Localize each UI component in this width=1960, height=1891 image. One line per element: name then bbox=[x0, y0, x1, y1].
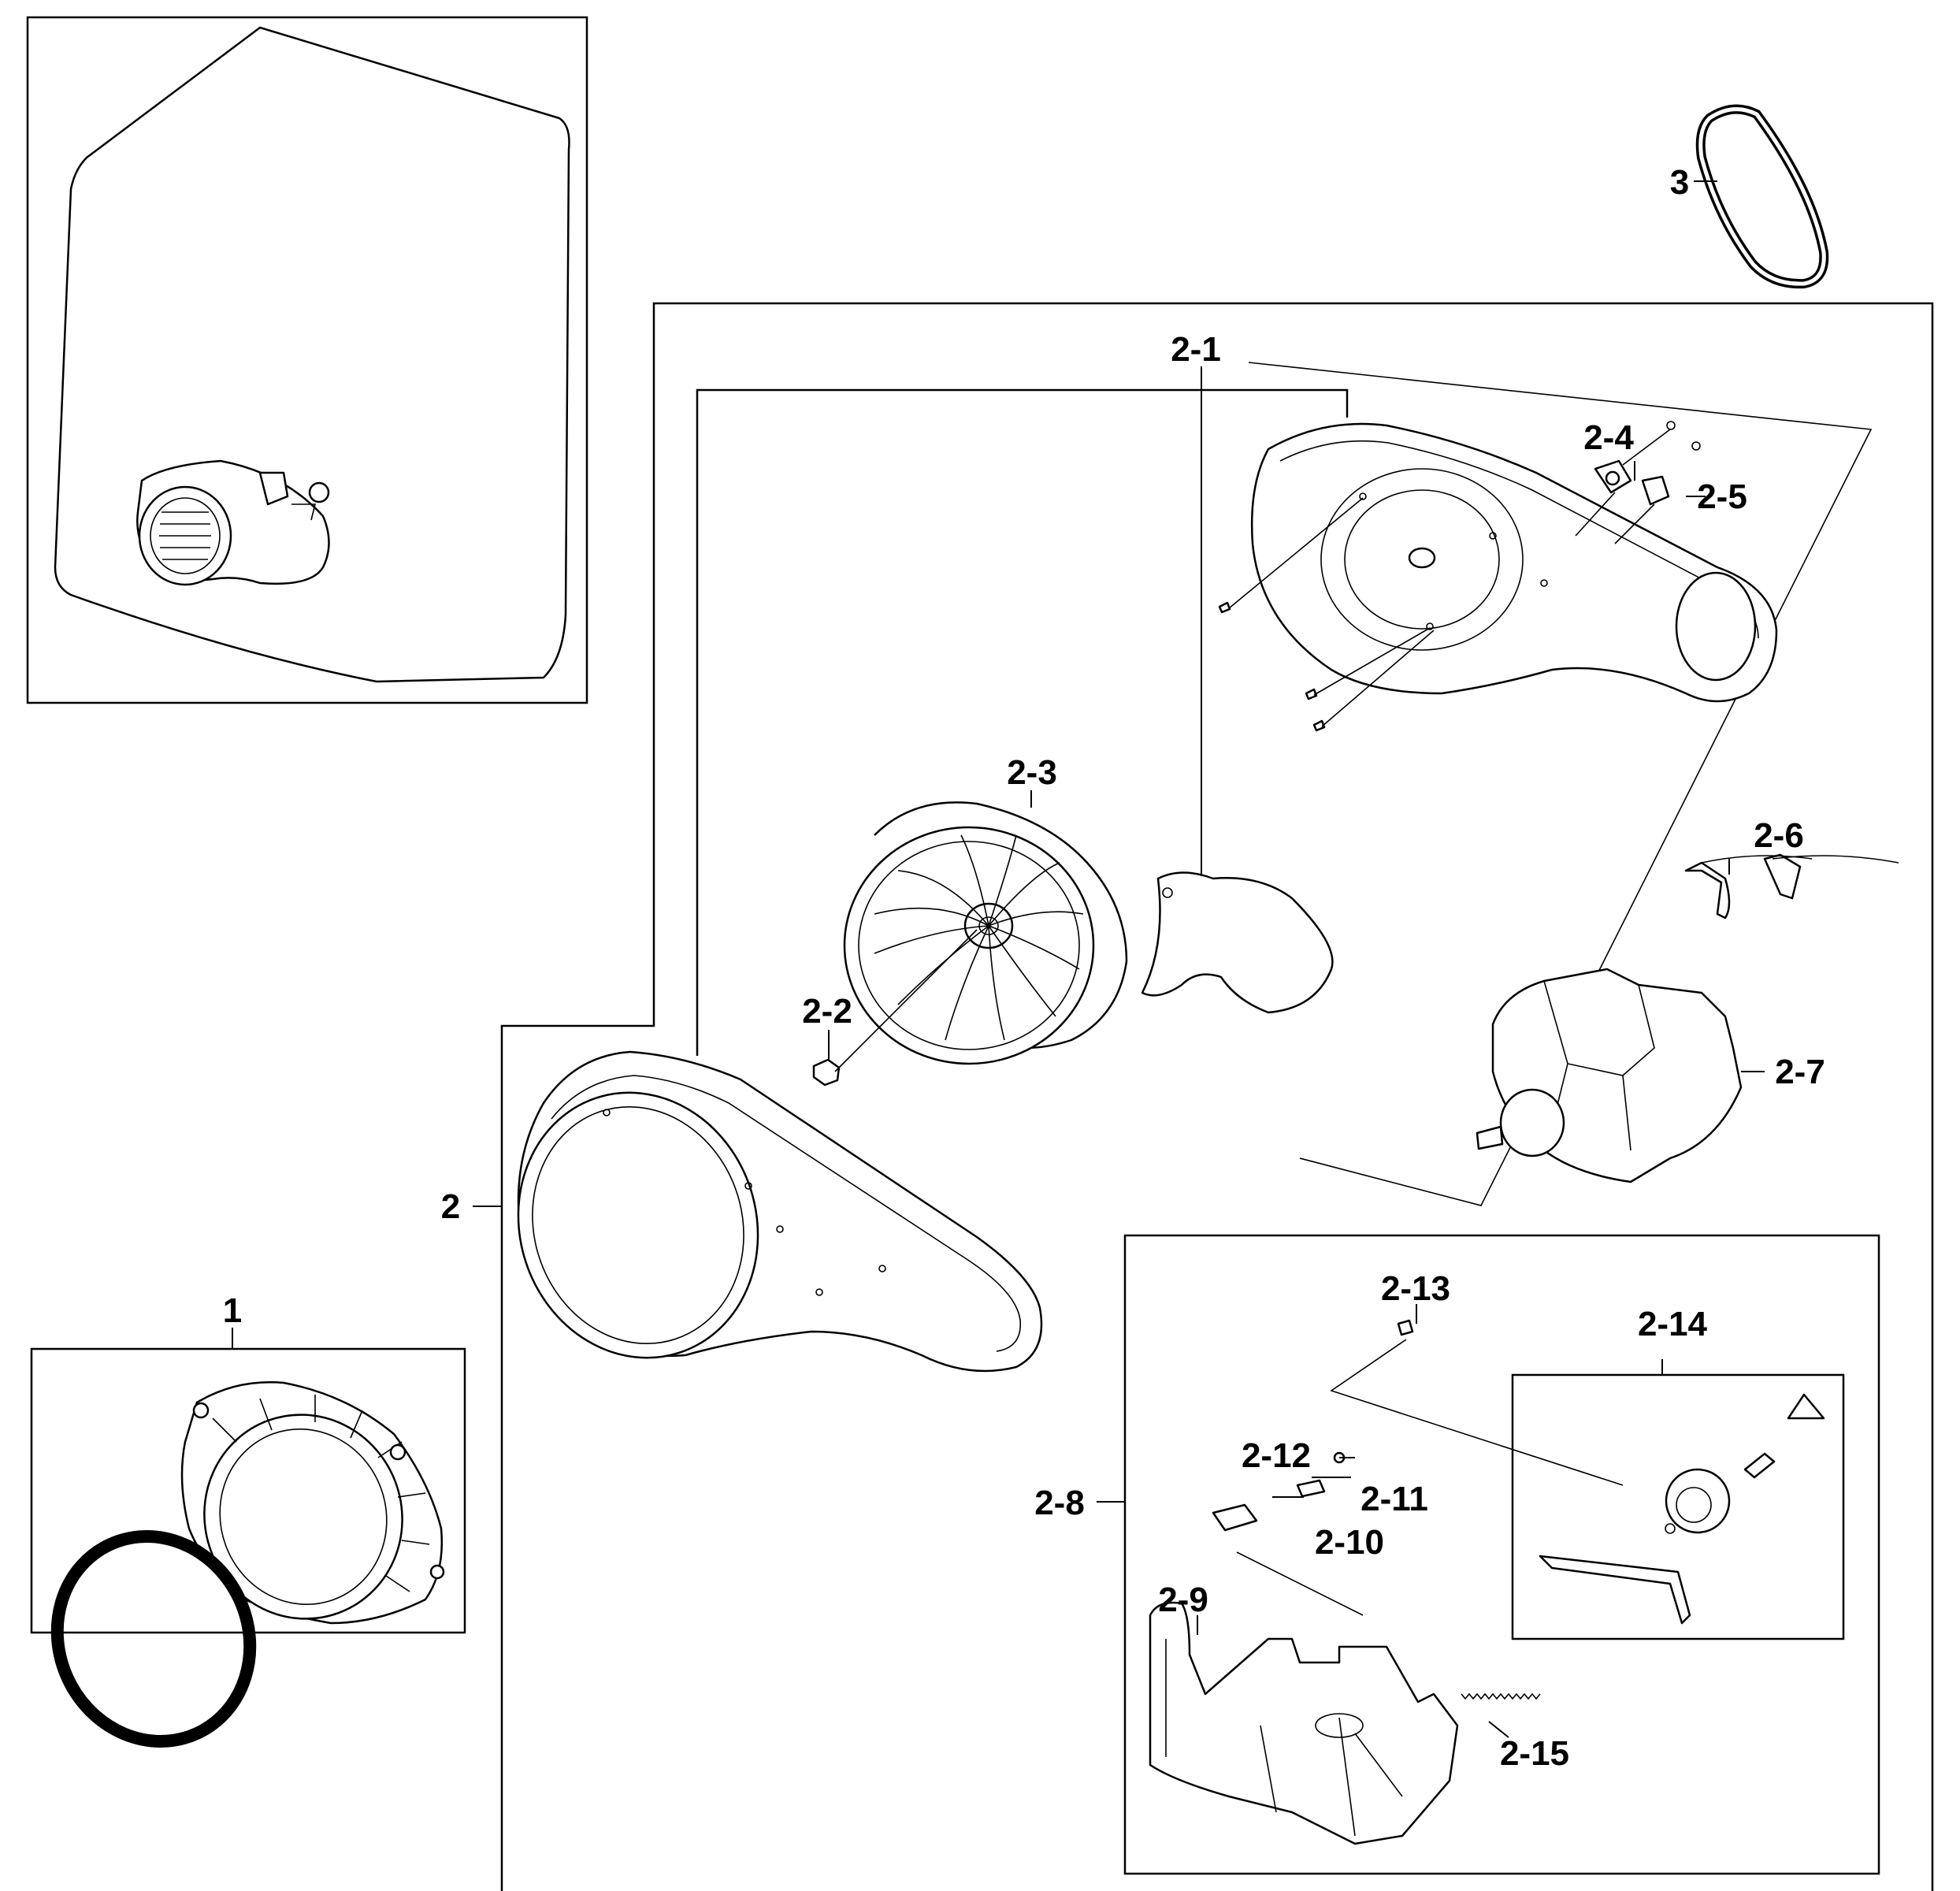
callout-1: 1 bbox=[223, 1291, 242, 1330]
overview-inset bbox=[26, 16, 588, 704]
callout-2-1: 2-1 bbox=[1171, 330, 1221, 369]
part-2-8-bracket-assembly bbox=[1149, 1319, 1825, 1845]
part-2-blower-housing bbox=[517, 1050, 1043, 1373]
callout-2-14: 2-14 bbox=[1638, 1305, 1708, 1343]
leader-lines bbox=[232, 180, 1765, 1738]
callout-2-2: 2-2 bbox=[802, 992, 852, 1031]
gasket-ring bbox=[50, 1530, 257, 1748]
callout-2-15: 2-15 bbox=[1500, 1734, 1569, 1773]
callout-2-8: 2-8 bbox=[1034, 1484, 1085, 1522]
part-2-4-bracket bbox=[1575, 421, 1701, 537]
part-2-15-spring bbox=[1461, 1692, 1541, 1700]
shroud-piece bbox=[1141, 871, 1334, 1014]
part-2-9-frame-bracket bbox=[1149, 1601, 1459, 1845]
callout-2-4: 2-4 bbox=[1583, 418, 1634, 457]
part-2-14-idler-assembly bbox=[1539, 1393, 1825, 1625]
blower-vanes bbox=[874, 834, 1084, 1041]
callout-2-5: 2-5 bbox=[1697, 477, 1747, 516]
assembly-frames bbox=[30, 302, 1934, 1891]
callout-2-6: 2-6 bbox=[1754, 816, 1804, 855]
callout-2-7: 2-7 bbox=[1775, 1053, 1825, 1091]
callout-2: 2 bbox=[441, 1187, 460, 1226]
callout-2-9: 2-9 bbox=[1158, 1581, 1208, 1619]
dryer-cabinet-outline bbox=[54, 26, 570, 683]
callout-2-13: 2-13 bbox=[1381, 1269, 1450, 1308]
part-2-3-blower-wheel bbox=[812, 801, 1128, 1087]
part-2-6-clips bbox=[1684, 853, 1899, 919]
callout-2-3: 2-3 bbox=[1007, 753, 1057, 792]
part-1-duct-assembly bbox=[50, 1381, 445, 1748]
part-2-7-motor bbox=[1476, 968, 1743, 1183]
callout-2-11: 2-11 bbox=[1360, 1480, 1428, 1518]
part-2-1-rear-housing bbox=[1218, 422, 1778, 732]
callout-2-12: 2-12 bbox=[1242, 1436, 1311, 1475]
callout-2-10: 2-10 bbox=[1315, 1523, 1384, 1562]
part-2-5-bushing bbox=[1614, 475, 1670, 544]
hex-nut bbox=[812, 1058, 841, 1087]
callout-labels: 1 2 2-1 2-2 2-3 2-4 2-5 2-6 2-7 2-8 2-9 … bbox=[223, 163, 1825, 1773]
callout-3: 3 bbox=[1670, 163, 1689, 202]
overview-blower-assembly bbox=[136, 459, 330, 586]
part-3-drive-belt bbox=[1695, 104, 1829, 289]
